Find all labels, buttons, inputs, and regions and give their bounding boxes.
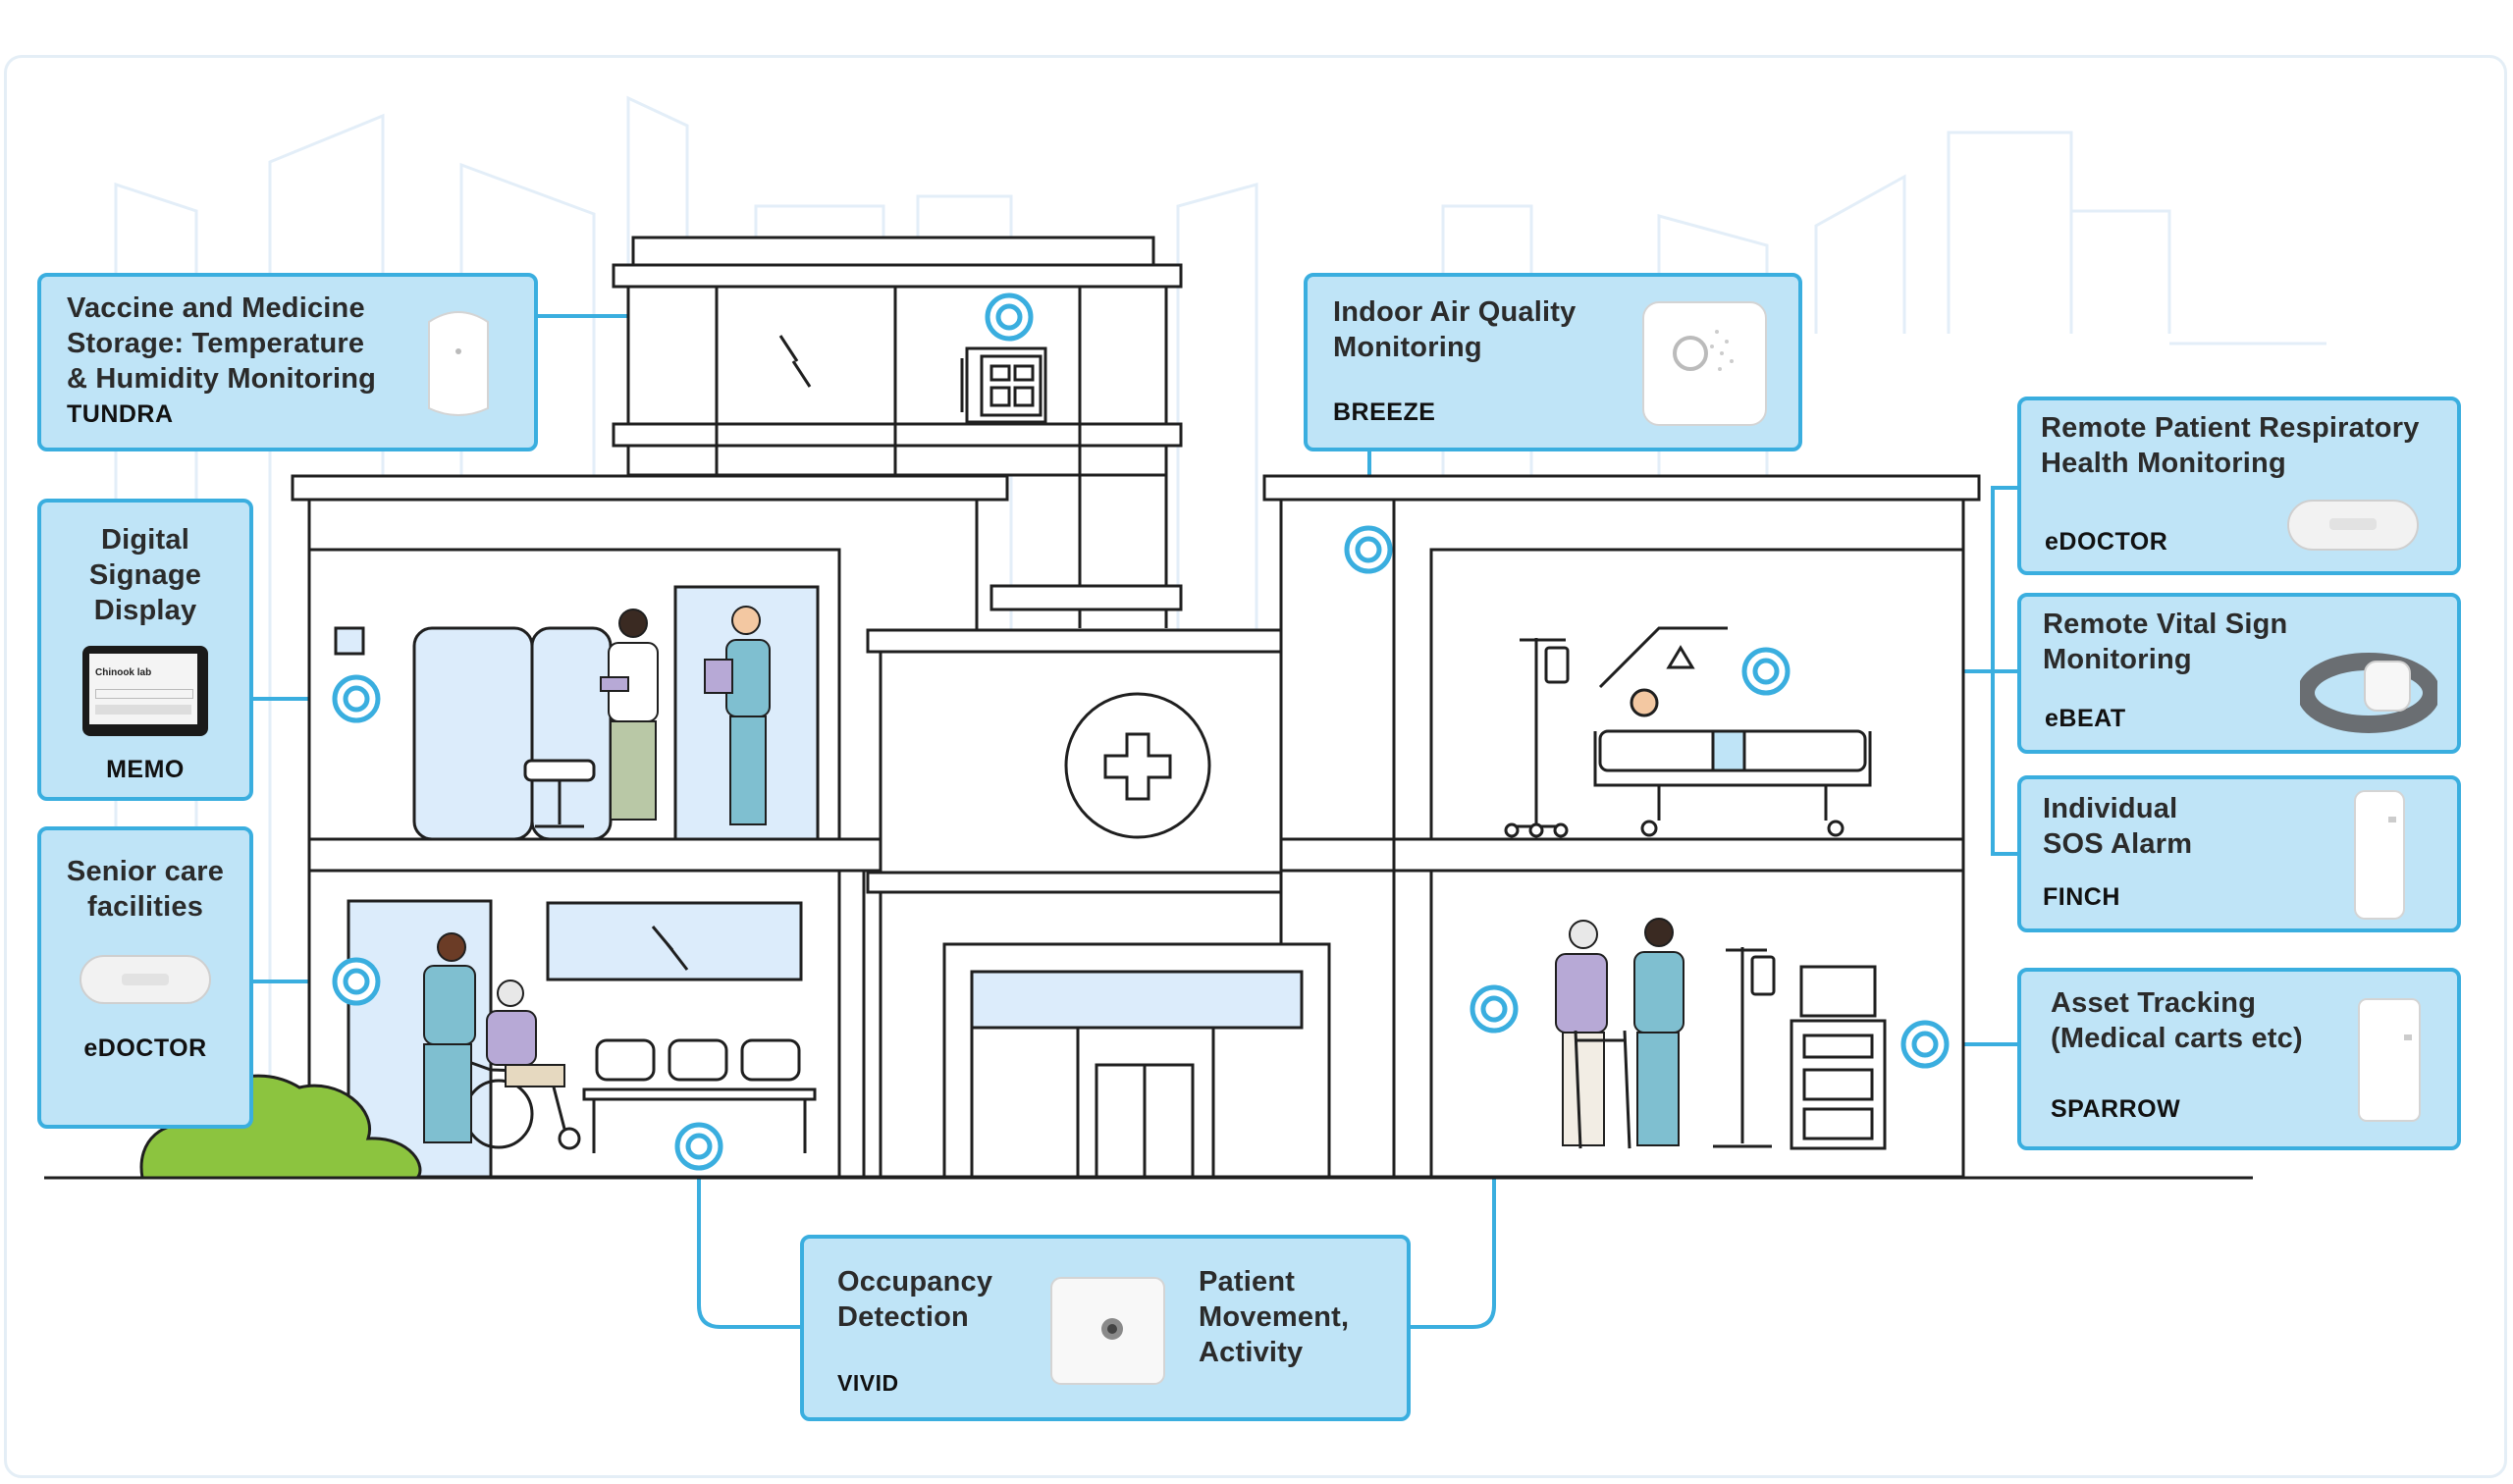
walker-figures [1555, 918, 1684, 1146]
finch-alarm-icon [2354, 790, 2405, 920]
connector-ring-asset[interactable] [1899, 1019, 1951, 1070]
card-senior-product: eDOCTOR [83, 1034, 207, 1062]
card-respiratory-product: eDOCTOR [2045, 528, 2168, 556]
connector-ring-movement[interactable] [1469, 983, 1520, 1034]
waiting-chairs-icon [582, 1038, 817, 1153]
card-occupancy-title-left: Occupancy Detection [837, 1266, 993, 1333]
connector-ring-memo[interactable] [331, 673, 382, 724]
connector-ring-tundra[interactable] [984, 292, 1035, 343]
card-vital-title: Remote Vital Sign Monitoring [2043, 609, 2288, 675]
card-tundra-product: TUNDRA [67, 400, 174, 428]
card-occupancy-title-right: Patient Movement, Activity [1199, 1266, 1350, 1368]
card-breeze-product: BREEZE [1333, 398, 1436, 426]
card-memo-product: MEMO [106, 756, 185, 783]
card-tundra[interactable]: Vaccine and Medicine Storage: Temperatur… [37, 273, 538, 451]
card-asset[interactable]: Asset Tracking (Medical carts etc) SPARR… [2017, 968, 2461, 1150]
edoctor-device-icon [80, 955, 211, 1004]
card-respiratory-title: Remote Patient Respiratory Health Monito… [2041, 412, 2420, 479]
medical-cross-icon [1064, 692, 1211, 839]
medicine-cabinet-icon [960, 346, 1047, 424]
card-memo[interactable]: Digital Signage Display MEMO Chinook lab [37, 499, 253, 801]
card-senior[interactable]: Senior care facilities eDOCTOR [37, 826, 253, 1129]
ebeat-wristband-icon [2300, 653, 2437, 733]
card-senior-title: Senior care facilities [66, 856, 225, 923]
card-sos-title: Individual SOS Alarm [2043, 793, 2193, 860]
card-memo-title: Digital Signage Display [88, 524, 202, 626]
card-asset-title: Asset Tracking (Medical carts etc) [2051, 987, 2303, 1054]
card-breeze[interactable]: Indoor Air Quality Monitoring BREEZE [1304, 273, 1802, 451]
connector-ring-occupancy[interactable] [673, 1121, 724, 1172]
memo-screen-title: Chinook lab [95, 667, 152, 678]
sparrow-tracker-icon [2358, 998, 2421, 1122]
connector-ring-breeze[interactable] [1343, 524, 1394, 575]
entrance [942, 942, 1331, 1179]
iv-stand-icon [1504, 638, 1570, 838]
card-sos-product: FINCH [2043, 883, 2120, 911]
card-vital[interactable]: Remote Vital Sign Monitoring eBEAT [2017, 593, 2461, 754]
monitor-cart-icon [1713, 947, 1887, 1150]
card-vital-product: eBEAT [2045, 705, 2126, 732]
breeze-sensor-icon [1642, 301, 1767, 426]
card-tundra-title: Vaccine and Medicine Storage: Temperatur… [67, 292, 377, 395]
connector-ring-senior[interactable] [331, 956, 382, 1007]
nurse-senior-figures [423, 932, 565, 1143]
memo-display-icon: Chinook lab [82, 646, 208, 736]
card-occupancy-product: VIVID [837, 1370, 899, 1396]
card-occupancy[interactable]: Occupancy Detection VIVID Patient Moveme… [800, 1235, 1411, 1421]
doctor-patient-figures [600, 606, 771, 825]
stool-icon [523, 759, 596, 828]
tundra-sensor-icon [428, 311, 489, 416]
vivid-sensor-icon [1050, 1277, 1165, 1385]
card-breeze-title: Indoor Air Quality Monitoring [1333, 296, 1577, 363]
card-asset-product: SPARROW [2051, 1095, 2181, 1123]
edoctor-device-icon [2287, 500, 2419, 551]
card-sos[interactable]: Individual SOS Alarm FINCH [2017, 775, 2461, 932]
card-respiratory[interactable]: Remote Patient Respiratory Health Monito… [2017, 397, 2461, 575]
walker-icon [1574, 1030, 1631, 1149]
connector-ring-vital[interactable] [1740, 646, 1791, 697]
hospital-bed-icon [1593, 626, 1872, 837]
